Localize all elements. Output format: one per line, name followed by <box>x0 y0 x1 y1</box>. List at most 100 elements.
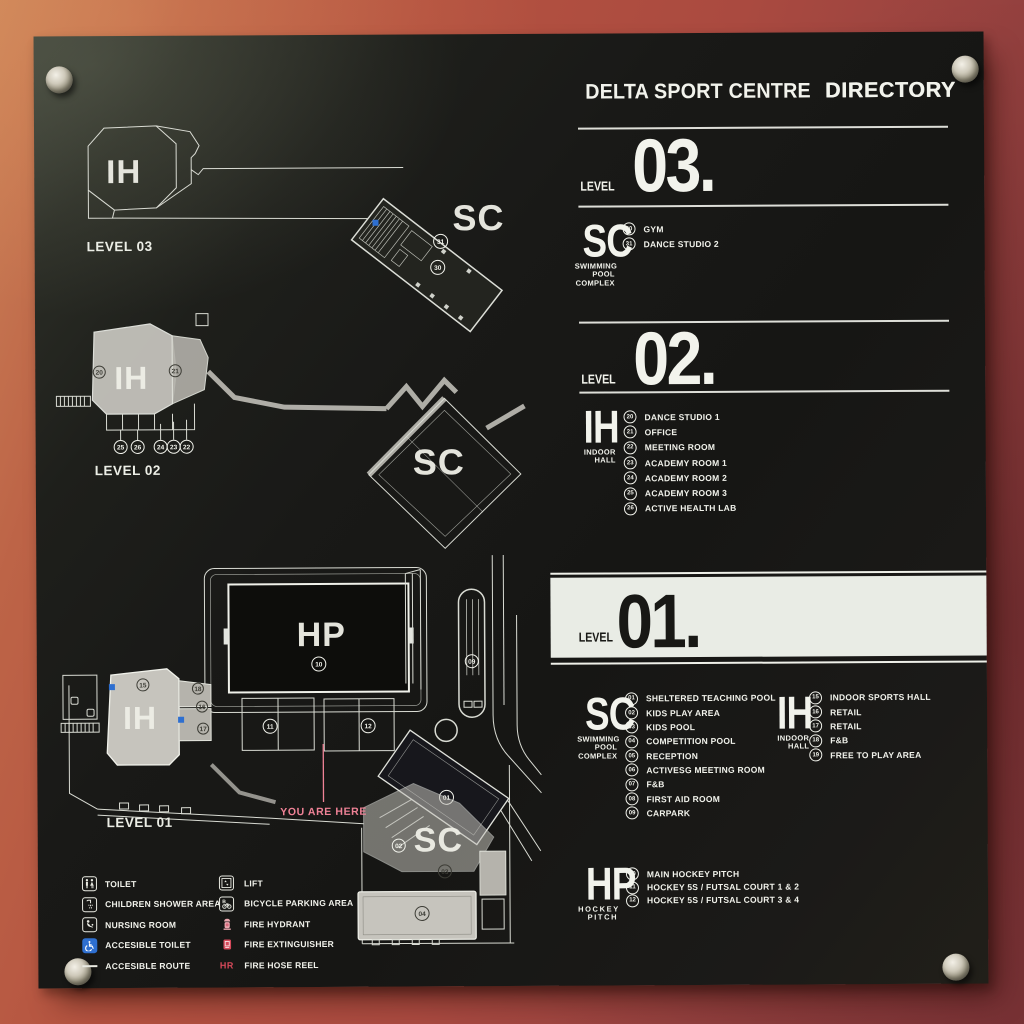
directory-item: 25 ACADEMY ROOM 3 <box>623 485 737 501</box>
ih-building-outline <box>87 125 404 220</box>
svg-text:16: 16 <box>198 704 206 711</box>
legend-left-column: TOILET CHILDREN SHOWER AREA NURSING ROOM… <box>81 876 221 974</box>
item-number-badge: 21 <box>623 425 637 439</box>
sc-building-outline <box>368 397 522 550</box>
competition-pool <box>357 890 477 941</box>
legend-label: ACCESIBLE ROUTE <box>105 960 191 971</box>
svg-text:B: B <box>222 899 226 905</box>
item-label: MEETING ROOM <box>644 442 716 453</box>
item-number-badge: 20 <box>623 410 637 424</box>
legend-item: ACCESIBLE ROUTE <box>82 958 221 974</box>
svg-text:30: 30 <box>434 265 442 272</box>
legend-label: FIRE HYDRANT <box>244 918 311 930</box>
svg-text:25: 25 <box>117 445 125 452</box>
plan-marker: 01 <box>439 789 455 805</box>
level-number: 02. <box>632 315 716 401</box>
directory-item: 20 DANCE STUDIO 1 <box>623 409 736 425</box>
directory-item: 24 ACADEMY ROOM 2 <box>623 470 737 486</box>
centre-name: DELTA SPORT CENTRE <box>585 79 812 104</box>
item-number-badge: 25 <box>623 486 637 501</box>
ih-label: IH <box>106 153 141 190</box>
item-label: RETAIL <box>830 706 862 717</box>
item-label: FIRST AID ROOM <box>646 793 721 804</box>
item-label: CARPARK <box>646 807 691 819</box>
plan-marker: 31 <box>433 233 449 249</box>
legend-right-column: LIFT B BICYCLE PARKING AREA FIRE HYDRANT… <box>218 875 354 973</box>
sc-label: SC <box>414 821 463 859</box>
badge-code: HP <box>585 857 636 910</box>
badge-ih-level2: IH INDOOR HALL <box>575 400 618 465</box>
legend-item: TOILET <box>81 876 221 892</box>
directory-item: 16 RETAIL <box>809 704 931 719</box>
directory-item: 03 KIDS POOL <box>625 719 776 734</box>
ih-building <box>106 668 180 766</box>
directory-item: 18 F&B <box>809 733 931 748</box>
legend-item: HR FIRE HOSE REEL <box>219 957 353 973</box>
directory-item: 01 SHELTERED TEACHING POOL <box>624 691 776 706</box>
fire-hydrant-icon <box>219 917 234 932</box>
plan-marker: 09 <box>464 654 479 669</box>
floorplan-level-03: IH 31 30 <box>87 125 505 333</box>
item-number-badge: 18 <box>809 734 823 748</box>
directory-item: 30 GYM <box>622 221 718 237</box>
item-label: DANCE STUDIO 2 <box>643 238 719 250</box>
svg-text:10: 10 <box>315 661 323 668</box>
svg-text:22: 22 <box>183 444 191 451</box>
directory-item: 31 DANCE STUDIO 2 <box>622 236 719 252</box>
plan-marker: 11 <box>262 718 278 734</box>
accessible-toilet-icon <box>82 937 98 954</box>
plan-marker: 12 <box>360 718 376 734</box>
sc-label: SC <box>413 441 465 482</box>
item-number-badge: 04 <box>625 735 639 749</box>
item-label: OFFICE <box>644 427 678 438</box>
svg-text:23: 23 <box>170 444 178 451</box>
walkway <box>206 369 526 477</box>
level2-ih-list: 20 DANCE STUDIO 1 21 OFFICE 22 MEETING R… <box>623 409 736 517</box>
item-number-badge: 31 <box>622 237 636 251</box>
directory-item: 04 COMPETITION POOL <box>625 734 776 749</box>
level-02-header: LEVEL 02. <box>581 315 728 401</box>
item-number-badge: 15 <box>808 691 823 705</box>
plan-marker: 16 <box>196 700 209 713</box>
badge-ih-level1: IH INDOOR HALL <box>769 686 812 751</box>
level1-ih-list: 15 INDOOR SPORTS HALL 16 RETAIL 17 RETAI… <box>808 690 931 762</box>
nursing-room-icon <box>82 917 98 933</box>
directory-item: 02 KIDS PLAY AREA <box>625 705 776 720</box>
item-label: INDOOR SPORTS HALL <box>829 691 931 703</box>
plan-title: LEVEL 02 <box>95 463 161 478</box>
roads <box>361 555 542 945</box>
level-number: 03. <box>631 122 715 208</box>
directory-item: 09 CARPARK <box>625 805 777 820</box>
legend-item: FIRE EXTINGUISHER <box>219 936 353 952</box>
item-label: SHELTERED TEACHING POOL <box>645 692 776 704</box>
badge-code: SC <box>584 687 635 740</box>
legend-item: FIRE HYDRANT <box>219 916 353 932</box>
directory-item: 12 HOCKEY 5S / FUTSAL COURT 3 & 4 <box>626 893 799 908</box>
item-number-badge: 05 <box>625 749 639 763</box>
item-number-badge: 19 <box>809 748 823 762</box>
mounting-screw-top-left <box>45 66 73 94</box>
item-number-badge: 23 <box>623 456 637 470</box>
legend-label: TOILET <box>104 878 137 889</box>
item-label: ACTIVE HEALTH LAB <box>644 503 737 514</box>
plan-title: LEVEL 03 <box>87 239 153 254</box>
item-number-badge: 17 <box>809 719 823 733</box>
svg-text:09: 09 <box>468 659 476 666</box>
sc-building <box>350 197 504 333</box>
plan-marker: 20 <box>92 365 106 379</box>
sc-label: SC <box>452 197 504 238</box>
svg-text:02: 02 <box>395 843 403 850</box>
level-01-band: LEVEL 01. <box>550 575 987 664</box>
legend-label: LIFT <box>243 878 263 889</box>
svg-text:24: 24 <box>157 444 165 451</box>
children-shower-icon <box>82 896 98 913</box>
legend-label: NURSING ROOM <box>105 919 177 930</box>
site-lines <box>55 313 209 441</box>
directory-item: 19 FREE TO PLAY AREA <box>809 747 931 762</box>
level3-sc-list: 30 GYM 31 DANCE STUDIO 2 <box>622 221 719 252</box>
accessible-marker <box>178 716 185 723</box>
item-number-badge: 16 <box>809 705 823 719</box>
svg-text:20: 20 <box>96 370 104 377</box>
item-number-badge: 03 <box>625 720 639 734</box>
